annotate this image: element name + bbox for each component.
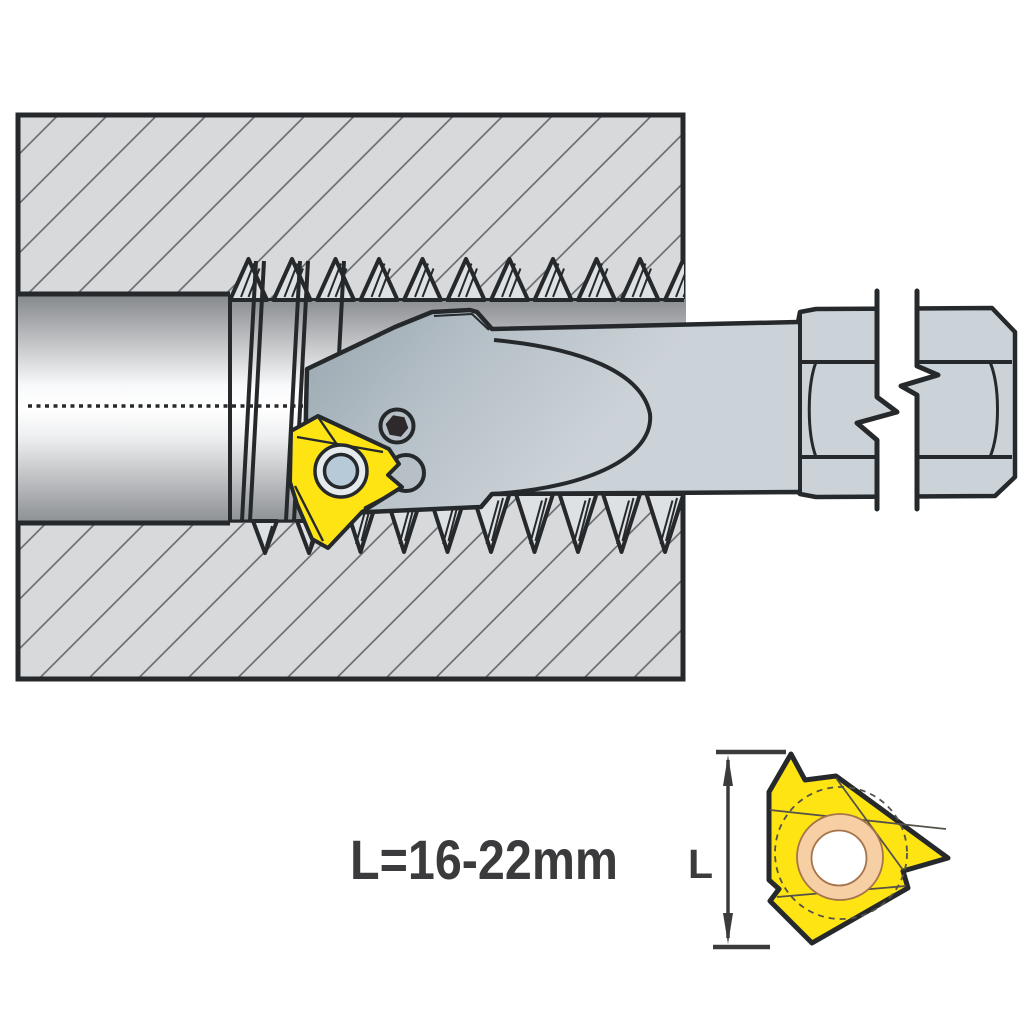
- detail-insert: [769, 754, 948, 943]
- caption-text: L=16-22mm: [350, 828, 618, 891]
- clamp-screw: [381, 410, 414, 443]
- insert-detail-view: L: [688, 752, 948, 947]
- dimension-label: L: [688, 841, 713, 887]
